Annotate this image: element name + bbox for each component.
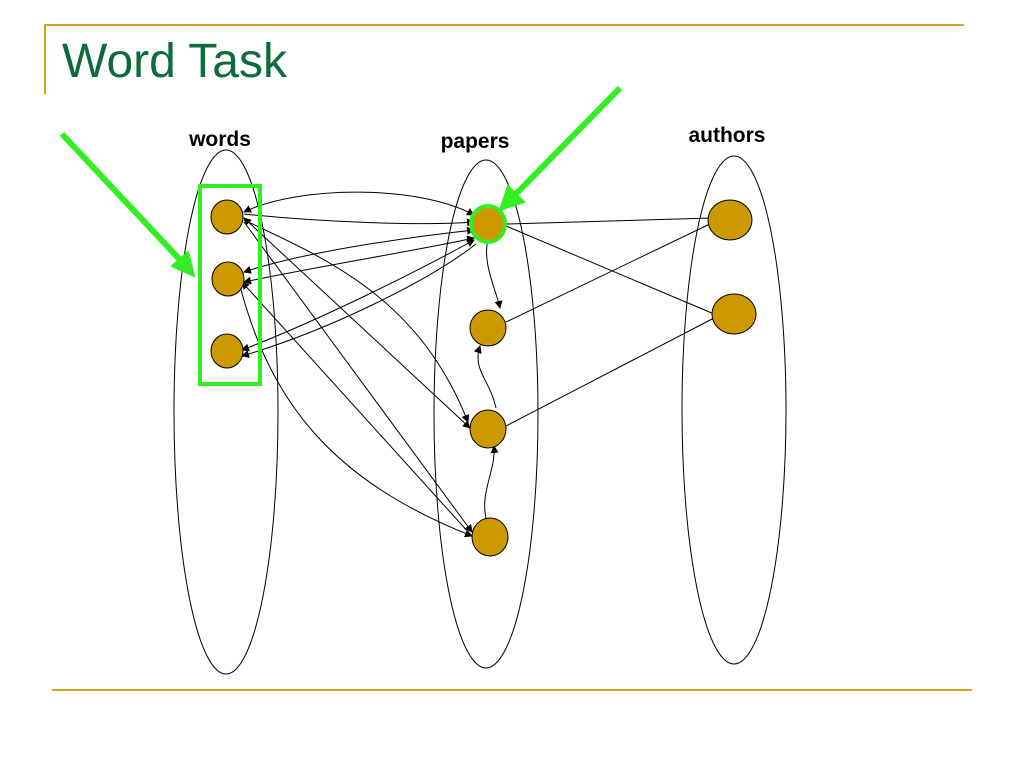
top-rule-vertical (44, 24, 46, 94)
authors-group-ellipse (681, 155, 787, 665)
edge-w1-p1a (243, 191, 475, 216)
edge-p3-p2 (473, 345, 497, 409)
author-node (707, 199, 753, 241)
paper-node (469, 409, 507, 449)
edge-w2-p1b (243, 235, 475, 285)
edge-w1-p3b (243, 219, 470, 423)
slide-title: Word Task (62, 35, 287, 88)
edge-w2-p4 (241, 281, 471, 535)
word-node (210, 199, 244, 235)
authors-label: authors (688, 124, 766, 147)
paper-node (469, 309, 507, 347)
edge-p4-p3 (484, 445, 499, 519)
word-node (211, 261, 245, 297)
author-node (711, 293, 757, 335)
edge-w1-p3 (243, 217, 471, 429)
word-node (210, 333, 244, 369)
edge-w2-p4b (239, 285, 473, 538)
bottom-rule (52, 689, 972, 691)
edge-w3-p1b (241, 243, 477, 358)
edge-w1-p4 (243, 221, 473, 533)
arrow-pointer-icon (498, 85, 623, 212)
edge-p1-a1 (505, 217, 713, 225)
top-rule (44, 24, 964, 26)
words-highlight-box (198, 184, 262, 386)
paper-node-highlighted (469, 204, 507, 244)
edge-p2-a1 (505, 221, 715, 323)
edge-w1-p1b (243, 213, 475, 227)
arrow-pointer-icon (59, 131, 196, 278)
words-label: words (189, 128, 251, 151)
paper-node (471, 517, 509, 557)
edge-p1-a2 (505, 225, 715, 315)
edge-p1-p2 (486, 239, 503, 309)
papers-label: papers (440, 130, 510, 153)
edge-w3-p1a (241, 239, 475, 352)
edge-p3-a2 (505, 317, 715, 427)
